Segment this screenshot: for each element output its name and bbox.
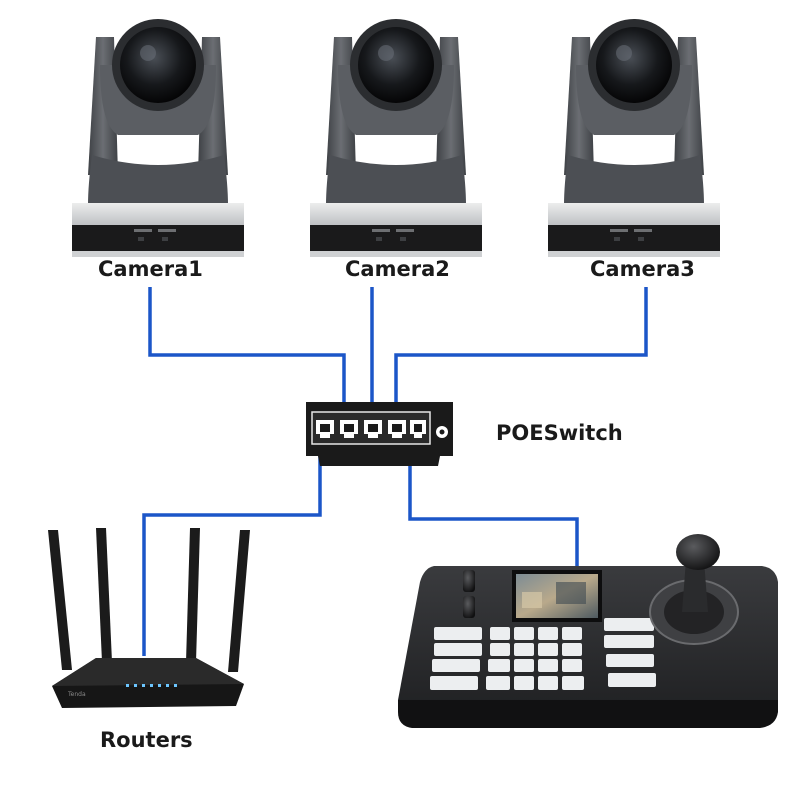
cable-camera1 <box>148 287 346 426</box>
cable-keyboard <box>408 433 579 570</box>
camera2-label: Camera2 <box>345 257 450 281</box>
router-device: Tenda <box>48 528 250 708</box>
camera2-device <box>310 19 482 257</box>
antenna-1 <box>48 530 72 670</box>
antenna-3 <box>186 528 200 662</box>
joystick-knob <box>676 534 720 570</box>
cable-camera3 <box>394 287 648 426</box>
camera3-label: Camera3 <box>590 257 695 281</box>
camera1-label: Camera1 <box>98 257 203 281</box>
cable-router <box>142 433 322 656</box>
camera1-device <box>72 19 244 257</box>
antenna-4 <box>228 530 250 672</box>
antenna-2 <box>96 528 112 662</box>
routers-label: Routers <box>100 728 193 752</box>
poe-switch-device <box>306 402 453 466</box>
ptz-keyboard-device <box>398 534 778 728</box>
router-brand-text: Tenda <box>67 691 86 698</box>
camera3-device <box>548 19 720 257</box>
poe-switch-label: POESwitch <box>496 421 623 445</box>
cables <box>142 287 648 656</box>
